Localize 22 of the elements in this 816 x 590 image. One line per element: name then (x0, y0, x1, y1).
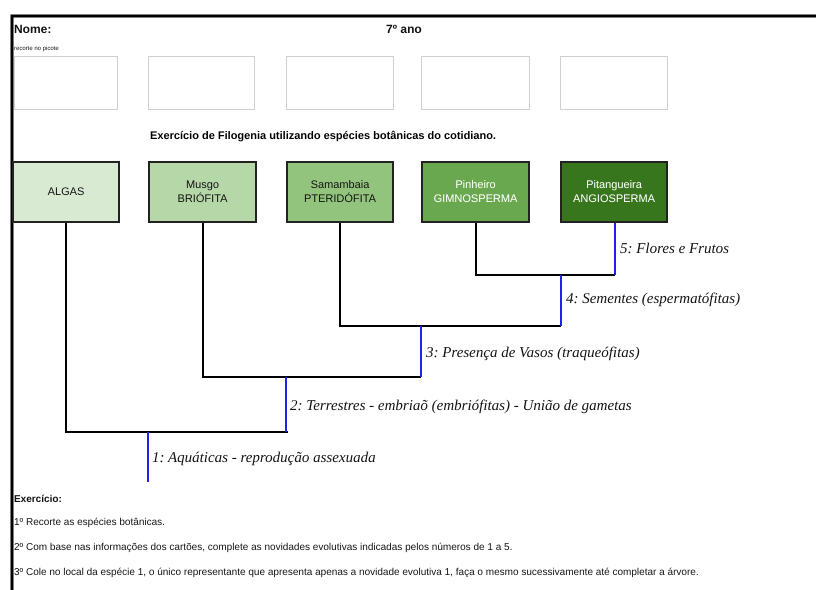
species-card: Samambaia PTERIDÓFITA (286, 161, 394, 223)
instruction-text: 3º Cole no local da espécie 1, o único representante que apresenta apenas a novidade evolutiva 1, faça o mesmo sucessivamente até completar a árvore. (14, 566, 699, 580)
species-card: ALGAS (12, 161, 120, 223)
trait-label: 1: Aquáticas - reprodução assexuada (152, 449, 376, 468)
cutout-box (286, 56, 394, 110)
name-label: Nome: (14, 21, 52, 38)
trait-label: 5: Flores e Frutos (620, 240, 730, 259)
trait-label: 3: Presença de Vasos (traqueófitas) (426, 344, 640, 363)
exercise-title: Exercício de Filogenia utilizando espécies botânicas do cotidiano. (150, 129, 496, 144)
trait-label: 2: Terrestres - embriaõ (embriófitas) - União de gametas (290, 397, 632, 416)
species-card: Pinheiro GIMNOSPERMA (421, 161, 530, 223)
species-card: Pitangueira ANGIOSPERMA (560, 161, 668, 223)
cutout-box (560, 56, 668, 110)
instruction-text: 1º Recorte as espécies botânicas. (14, 516, 165, 530)
species-card: Musgo BRIÓFITA (148, 161, 257, 223)
grade-label: 7º ano (386, 21, 422, 38)
cutout-box (148, 56, 255, 110)
trait-label: 4: Sementes (espermatófitas) (566, 290, 740, 309)
cutout-box (14, 56, 118, 110)
instruction-text: 2º Com base nas informações dos cartões, complete as novidades evolutivas indicadas pelos números de 1 a 5. (14, 541, 512, 555)
cutout-box (421, 56, 530, 110)
exercise-heading: Exercício: (14, 493, 62, 507)
